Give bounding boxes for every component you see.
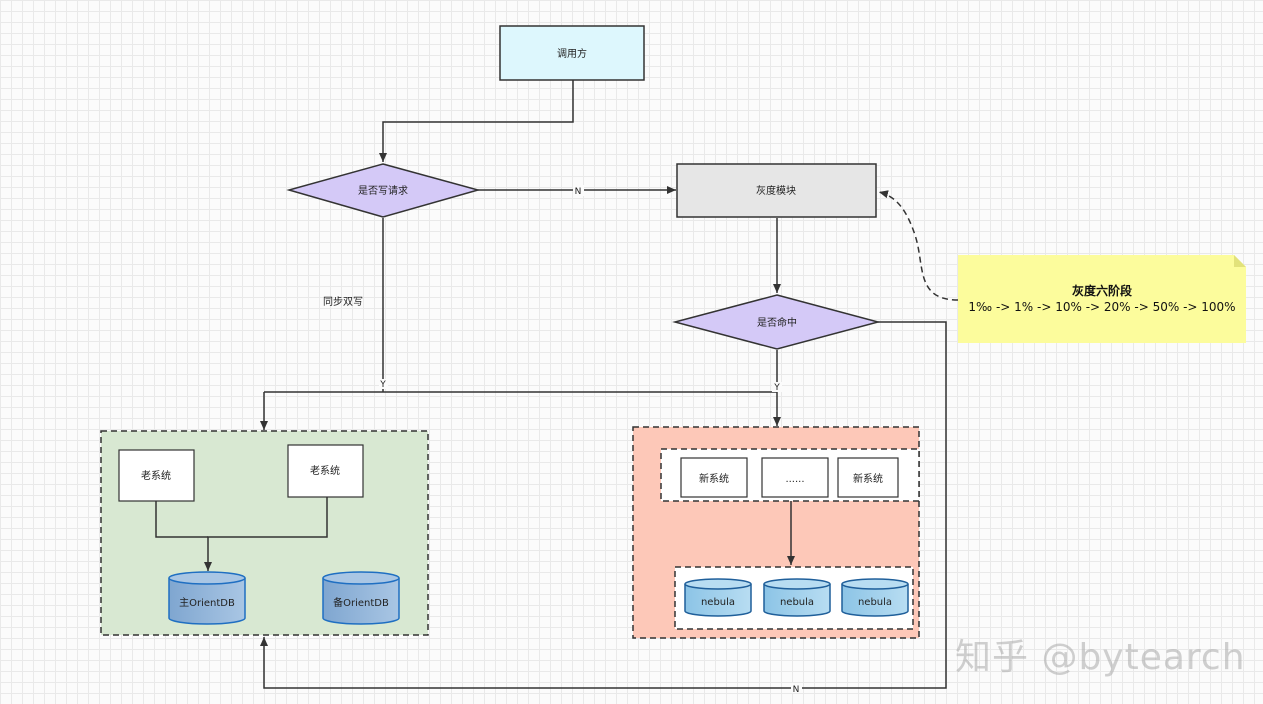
old-system-label: 老系统 xyxy=(310,464,340,477)
edge-is-hit-no xyxy=(260,321,947,689)
edge-label-yes-hit: Y xyxy=(773,383,780,393)
new-system-ellipsis-label: ...... xyxy=(785,474,804,485)
caller-label: 调用方 xyxy=(557,47,587,60)
new-system-box xyxy=(680,457,748,498)
note-title: 灰度六阶段 xyxy=(1072,283,1133,298)
is-write-diamond xyxy=(286,163,481,218)
edge-label-yes-write: Y xyxy=(379,380,386,390)
nebula-label: nebula xyxy=(780,597,814,608)
is-hit-label: 是否命中 xyxy=(757,316,797,329)
watermark: 知乎 @bytearch xyxy=(955,637,1246,678)
is-hit-diamond xyxy=(672,294,881,350)
backup-orientdb-label: 备OrientDB xyxy=(333,596,389,609)
is-write-label: 是否写请求 xyxy=(358,184,408,197)
edge-old-system-2-to-db xyxy=(204,497,328,571)
new-system-box xyxy=(837,457,899,498)
old-system-box xyxy=(287,444,364,498)
gray-module-label: 灰度模块 xyxy=(756,184,796,197)
new-system-label: 新系统 xyxy=(699,472,729,485)
nebula-cylinder xyxy=(684,578,752,617)
new-system-label: 新系统 xyxy=(853,472,883,485)
caller-box xyxy=(499,25,645,81)
primary-orientdb-cylinder xyxy=(168,571,246,625)
nebula-label: nebula xyxy=(858,597,892,608)
gray-module-box xyxy=(676,163,877,218)
nebula-cylinder xyxy=(763,578,831,617)
old-system-label: 老系统 xyxy=(141,469,171,482)
backup-orientdb-cylinder xyxy=(322,571,400,625)
old-system-box xyxy=(118,449,195,502)
primary-orientdb-label: 主OrientDB xyxy=(179,597,235,609)
nebula-cylinder xyxy=(841,578,909,617)
edge-old-system-1-to-db xyxy=(155,501,208,538)
new-system-ellipsis-box xyxy=(761,457,829,498)
edge-note-to-gray xyxy=(878,190,959,301)
note-body: 1‰ -> 1% -> 10% -> 20% -> 50% -> 100% xyxy=(968,300,1235,314)
edge-label-no-hit: N xyxy=(793,685,800,695)
edge-caller-to-is-write xyxy=(379,80,574,162)
edge-label-sync-double-write: 同步双写 xyxy=(323,296,363,308)
nebula-label: nebula xyxy=(701,597,735,608)
edge-label-no-write: N xyxy=(575,187,582,197)
gray-stages-note xyxy=(958,255,1246,343)
